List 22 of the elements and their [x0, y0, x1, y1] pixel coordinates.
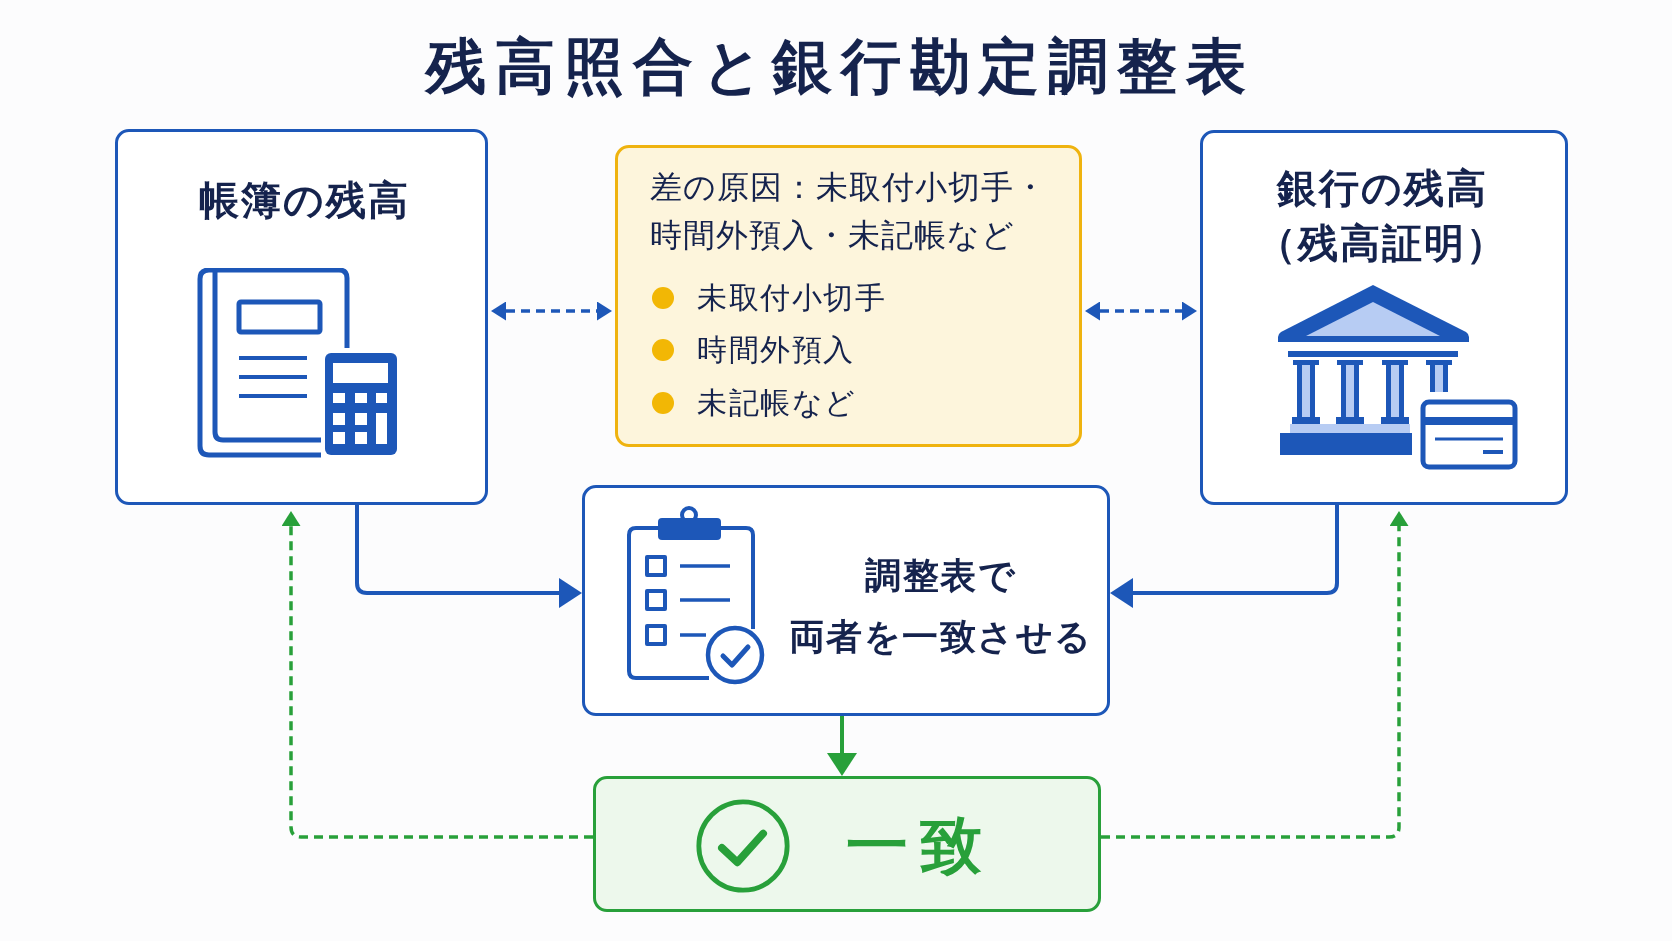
box-heading: 銀行の残高 — [1276, 164, 1488, 212]
note-box — [615, 145, 1082, 447]
dashed-arrow — [1101, 511, 1409, 839]
bullet-text: 未取付小切手 — [697, 280, 886, 316]
box-subheading: （残高証明） — [1256, 219, 1508, 267]
result-text: 一致 — [846, 808, 994, 884]
box-heading: 帳簿の残高 — [198, 176, 410, 224]
bullet-text: 時間外預入 — [697, 332, 855, 368]
arrow — [1110, 505, 1339, 608]
result-box — [593, 776, 1101, 912]
box-text: 調整表で両者を一致させる — [788, 554, 1093, 659]
dashed-double-arrow — [1085, 301, 1197, 321]
bullet-text: 未記帳など — [697, 385, 857, 421]
dashed-arrow — [281, 511, 593, 839]
arrow — [355, 505, 582, 608]
source-box — [115, 129, 488, 505]
title: 残高照合と銀行勘定調整表 — [426, 30, 1255, 102]
note-heading: 差の原因：未取付小切手・時間外預入・未記帳など — [650, 167, 1048, 256]
process-box — [582, 485, 1110, 716]
source-box — [1200, 130, 1568, 505]
arrow — [827, 716, 857, 776]
dashed-double-arrow — [491, 301, 612, 321]
